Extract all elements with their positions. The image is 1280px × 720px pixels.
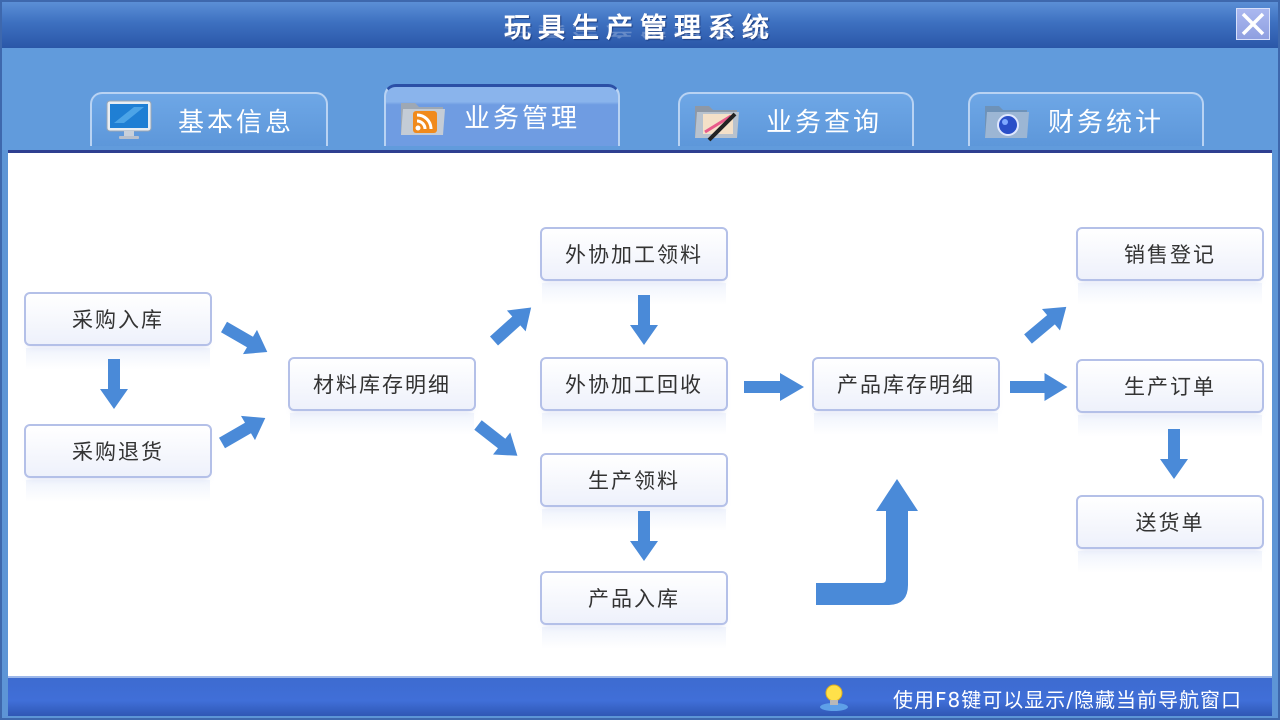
flow-arrows	[100, 295, 1188, 605]
close-button[interactable]	[1236, 8, 1270, 40]
tab-bar: 基本信息 业务管理	[2, 48, 1278, 150]
node-outsource-pick[interactable]: 外协加工领料	[540, 227, 728, 305]
tab-basic-info[interactable]: 基本信息	[90, 92, 328, 146]
title-bar: 玩具生产管理系统 玩具生产管理系统	[2, 2, 1278, 48]
workflow-panel: 采购入库 采购退货 材料库存明细 外协加工领料 外协加工回收 生产领料 产品入库…	[8, 150, 1272, 676]
lightbulb-icon	[820, 684, 848, 711]
close-icon	[1241, 12, 1265, 36]
node-product-in[interactable]: 产品入库	[540, 571, 728, 649]
status-hint: 使用F8键可以显示/隐藏当前导航窗口	[893, 688, 1242, 712]
window-title-reflection: 玩具生产管理系统	[504, 23, 776, 39]
node-material-stock[interactable]: 材料库存明细	[288, 357, 476, 435]
tab-label: 基本信息	[178, 107, 295, 138]
tab-finance-stats[interactable]: 财务统计	[968, 92, 1204, 146]
tab-business-query[interactable]: 业务查询	[678, 92, 914, 146]
tab-label: 财务统计	[1048, 107, 1165, 138]
node-purchase-return[interactable]: 采购退货	[24, 424, 212, 502]
node-outsource-return[interactable]: 外协加工回收	[540, 357, 728, 435]
rss-folder-icon	[396, 95, 450, 139]
window-title: 玩具生产管理系统	[504, 13, 776, 44]
tab-label: 业务管理	[464, 104, 581, 134]
node-delivery-note[interactable]: 送货单	[1076, 495, 1264, 573]
node-production-pick[interactable]: 生产领料	[540, 453, 728, 531]
node-purchase-in[interactable]: 采购入库	[24, 292, 212, 370]
node-product-stock[interactable]: 产品库存明细	[812, 357, 1000, 435]
tab-label: 业务查询	[766, 107, 883, 138]
edit-folder-icon	[690, 98, 744, 142]
node-sales-register[interactable]: 销售登记	[1076, 227, 1264, 305]
status-bar: 使用F8键可以显示/隐藏当前导航窗口	[8, 676, 1272, 716]
monitor-icon	[102, 98, 156, 142]
node-production-order[interactable]: 生产订单	[1076, 359, 1264, 437]
globe-folder-icon	[980, 98, 1034, 142]
tab-business-management[interactable]: 业务管理	[384, 84, 620, 146]
